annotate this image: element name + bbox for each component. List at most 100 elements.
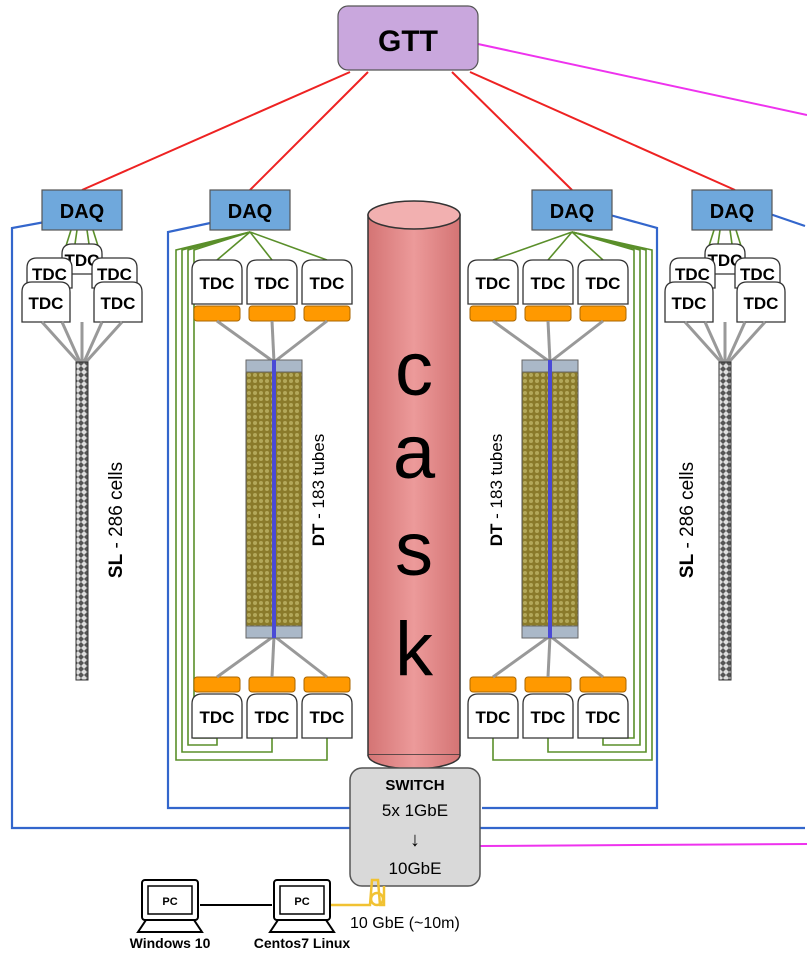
tdc-module: TDC xyxy=(664,281,714,323)
inner-left-blue-frame xyxy=(166,220,352,810)
dt-label-bold: DT xyxy=(487,523,506,546)
tdc-label: TDC xyxy=(740,265,775,284)
cask: c a s k xyxy=(367,200,461,770)
dt-label: DT - 183 tubes xyxy=(309,434,328,546)
pc-caption: Centos7 Linux xyxy=(254,935,351,951)
sl-label: SL - 286 cells xyxy=(677,462,698,578)
sl-chamber-body xyxy=(75,361,89,681)
dt-daq-cables xyxy=(492,231,653,761)
tdc-module: TDC xyxy=(577,259,629,322)
tdc-connector xyxy=(469,676,517,693)
dt-chamber-right: TDC TDC TDC TDC TDC TDC DT - 183 tubes xyxy=(467,231,653,761)
tdc-module: TDC xyxy=(26,257,73,289)
gtt-external-link xyxy=(477,43,807,116)
tdc-module: TDC xyxy=(246,259,298,322)
sl-readout-cables xyxy=(683,320,767,364)
tdc-label: TDC xyxy=(255,274,290,293)
gtt-daq-links xyxy=(81,71,736,191)
switch-arrow: ↓ xyxy=(410,829,420,851)
keyboard-icon xyxy=(268,919,336,933)
tdc-label: TDC xyxy=(255,708,290,727)
tdc-label: TDC xyxy=(675,265,710,284)
tdc-module: TDC xyxy=(522,676,574,739)
gtt-label: GTT xyxy=(378,25,438,58)
tdc-connector xyxy=(524,676,572,693)
tdc-connector xyxy=(193,676,241,693)
tdc-connector xyxy=(524,305,572,322)
tdc-module: TDC xyxy=(734,257,781,289)
dt-readout-cables xyxy=(216,319,328,679)
sl-label-bold: SL xyxy=(677,553,698,578)
fiber-loop-icon xyxy=(369,891,385,907)
tdc-module: TDC xyxy=(91,257,138,289)
daq-label: DAQ xyxy=(550,201,594,223)
tdc-label: TDC xyxy=(32,265,67,284)
tdc-module: TDC xyxy=(301,259,353,322)
dt-label-bold: DT xyxy=(309,523,328,546)
dt-readout-cables xyxy=(492,319,604,679)
switch-input-speed: 5x 1GbE xyxy=(382,801,448,820)
tdc-connector xyxy=(469,305,517,322)
sl-label-rest: - 286 cells xyxy=(106,462,127,554)
dt-chamber-body xyxy=(245,359,303,639)
pc-linux: PC Centos7 Linux xyxy=(254,879,351,951)
cask-letter-c: c xyxy=(395,327,433,412)
sl-label-rest: - 286 cells xyxy=(677,462,698,554)
tdc-label: TDC xyxy=(97,265,132,284)
tdc-connector xyxy=(303,305,351,322)
switch-external-link xyxy=(479,843,807,847)
keyboard-icon xyxy=(136,919,204,933)
tdc-label: TDC xyxy=(65,251,100,270)
tdc-module: TDC xyxy=(246,676,298,739)
tdc-label: TDC xyxy=(200,708,235,727)
fiber-link xyxy=(330,878,386,907)
dt-label-rest: - 183 tubes xyxy=(309,434,328,524)
tdc-label: TDC xyxy=(29,294,64,313)
tdc-module: TDC xyxy=(191,259,243,322)
dt-chamber-left: TDC TDC TDC TDC TDC TDC DT - 183 tubes xyxy=(175,231,353,761)
tdc-module: TDC xyxy=(522,259,574,322)
switch-title: SWITCH xyxy=(385,777,444,794)
left-blue-frame xyxy=(10,220,352,830)
switch-output-speed: 10GbE xyxy=(389,859,442,878)
tdc-module: TDC xyxy=(467,676,519,739)
tdc-connector xyxy=(193,305,241,322)
tdc-label: TDC xyxy=(476,274,511,293)
dt-chamber-body xyxy=(521,359,579,639)
right-blue-frame xyxy=(480,212,806,830)
cask-letter-k: k xyxy=(395,607,434,692)
daq-label: DAQ xyxy=(710,201,754,223)
tdc-connector xyxy=(579,305,627,322)
sl-label-bold: SL xyxy=(106,553,127,578)
pc-screen-label: PC xyxy=(294,896,309,908)
tdc-label: TDC xyxy=(200,274,235,293)
tdc-module: TDC xyxy=(467,259,519,322)
tdc-module: TDC xyxy=(191,676,243,739)
daq-box-4: DAQ xyxy=(691,189,773,231)
tdc-label: TDC xyxy=(586,708,621,727)
pc-caption: Windows 10 xyxy=(130,935,211,951)
tdc-label: TDC xyxy=(708,251,743,270)
tdc-connector xyxy=(579,676,627,693)
tdc-module: TDC xyxy=(577,676,629,739)
tdc-module: TDC xyxy=(93,281,143,323)
inner-right-blue-frame xyxy=(482,213,659,810)
sl-readout-cables xyxy=(40,320,124,364)
daq-label: DAQ xyxy=(228,201,272,223)
dt-label: DT - 183 tubes xyxy=(487,434,506,546)
daq-box-3: DAQ xyxy=(531,189,613,231)
tdc-module: TDC xyxy=(301,676,353,739)
tdc-connector xyxy=(248,305,296,322)
tdc-label: TDC xyxy=(101,294,136,313)
tdc-label: TDC xyxy=(310,274,345,293)
cask-letter-s: s xyxy=(395,507,433,592)
tdc-label: TDC xyxy=(531,274,566,293)
tdc-label: TDC xyxy=(531,708,566,727)
tdc-module: TDC xyxy=(669,257,716,289)
daq-label: DAQ xyxy=(60,201,104,223)
tdc-module: TDC xyxy=(736,281,786,323)
tdc-label: TDC xyxy=(586,274,621,293)
